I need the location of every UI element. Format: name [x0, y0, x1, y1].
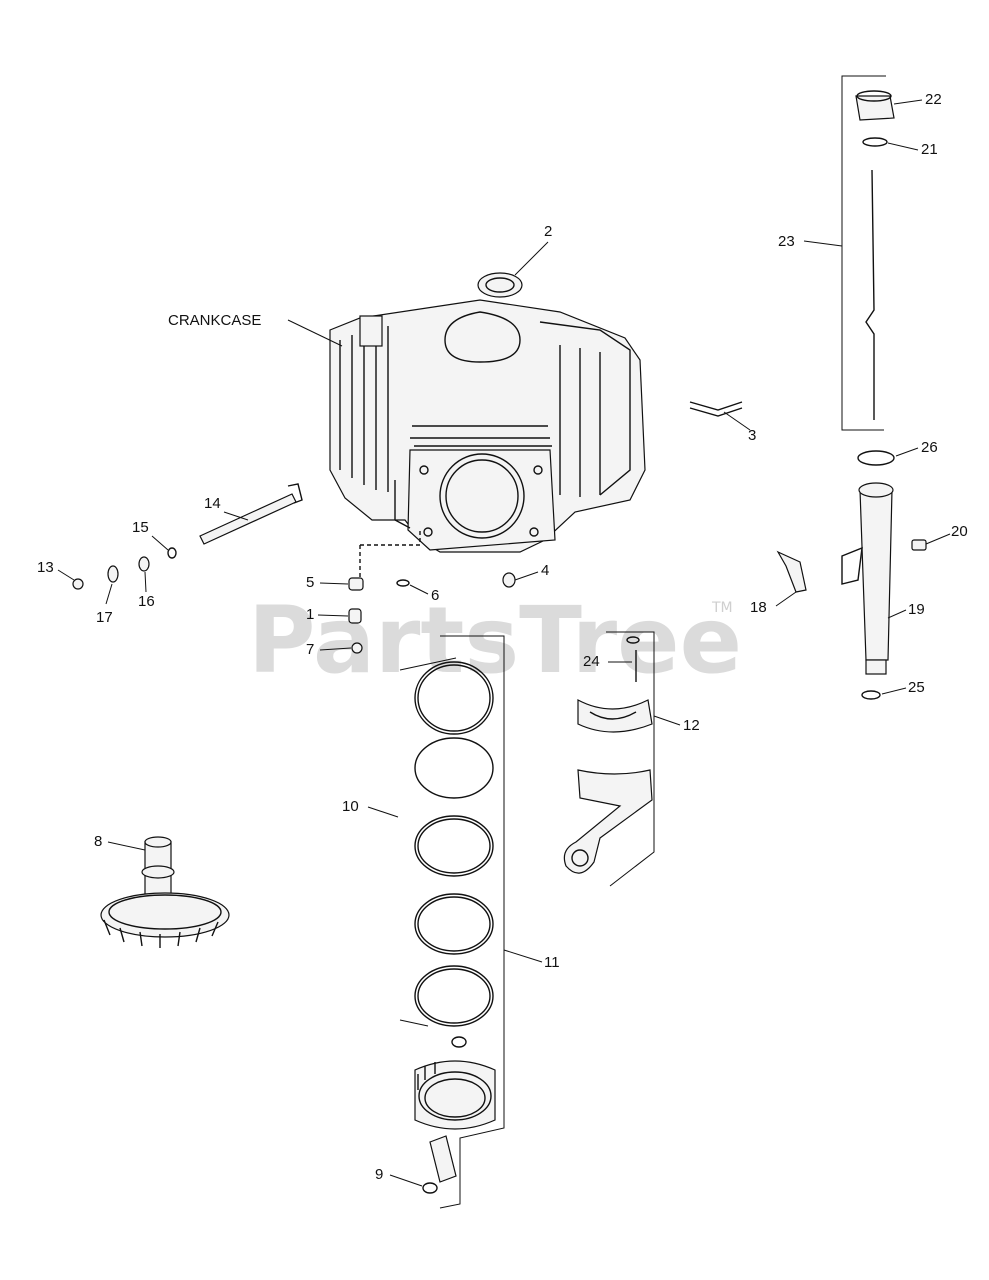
partstree-watermark: PartsTree	[248, 587, 742, 694]
callout-22: 22	[925, 91, 942, 108]
part-8-camshaft	[100, 836, 230, 948]
part-20-screw	[911, 539, 927, 551]
callout-21: 21	[921, 141, 938, 158]
connecting-rod-bracket	[606, 631, 655, 887]
part-9-piston-pin-and-clip	[422, 1135, 457, 1194]
part-4-plug	[502, 572, 516, 588]
callout-25: 25	[908, 679, 925, 696]
callout-5: 5	[306, 574, 314, 591]
part-5-bracket	[348, 577, 364, 591]
callout-1: 1	[306, 606, 314, 623]
callout-8: 8	[94, 833, 102, 850]
part-1-fitting	[348, 608, 362, 624]
callout-15: 15	[132, 519, 149, 536]
callout-13: 13	[37, 559, 54, 576]
part-7-nut	[351, 642, 363, 654]
part-26-o-ring	[857, 450, 895, 466]
callout-17: 17	[96, 609, 113, 626]
callout-10: 10	[342, 798, 359, 815]
part-16-nut	[138, 556, 150, 572]
callout-26: 26	[921, 439, 938, 456]
piston-ring-set	[399, 657, 494, 1048]
callout-20: 20	[951, 523, 968, 540]
callout-11: 11	[544, 954, 560, 971]
callout-16: 16	[138, 593, 155, 610]
part-19-fill-tube	[841, 482, 894, 675]
crankcase-drawing	[329, 299, 646, 580]
callout-18: 18	[750, 599, 767, 616]
part-21-o-ring	[862, 137, 888, 147]
part-12-connecting-rod	[563, 636, 653, 874]
callout-14: 14	[204, 495, 221, 512]
callout-7: 7	[306, 641, 314, 658]
callout-3: 3	[748, 427, 756, 444]
part-17-spacer	[107, 565, 119, 583]
callout-12: 12	[683, 717, 700, 734]
callout-6: 6	[431, 587, 439, 604]
dipstick-bracket	[841, 75, 886, 431]
part-11-piston	[414, 1060, 496, 1130]
callout-crankcase-label: CRANKCASE	[168, 312, 261, 329]
part-18-bracket	[776, 550, 807, 593]
part-25-clip	[861, 690, 881, 700]
callout-4: 4	[541, 562, 549, 579]
part-6-washer	[396, 579, 410, 587]
callout-2: 2	[544, 223, 552, 240]
part-13-washer	[72, 578, 84, 590]
callout-19: 19	[908, 601, 925, 618]
part-3-breather-tube	[689, 401, 743, 417]
callout-23: 23	[778, 233, 795, 250]
part-23-dipstick	[865, 169, 875, 420]
part-22-dipstick-cap	[855, 90, 895, 121]
part-2-oil-seal	[477, 272, 523, 298]
callout-crankcase-leader	[287, 319, 343, 347]
callout-24: 24	[583, 653, 600, 670]
watermark-tm-mark: TM	[711, 600, 733, 616]
piston-assembly-bracket	[439, 635, 505, 1209]
part-14-shaft	[199, 483, 303, 545]
callout-9: 9	[375, 1166, 383, 1183]
part-15-clip	[167, 547, 177, 559]
